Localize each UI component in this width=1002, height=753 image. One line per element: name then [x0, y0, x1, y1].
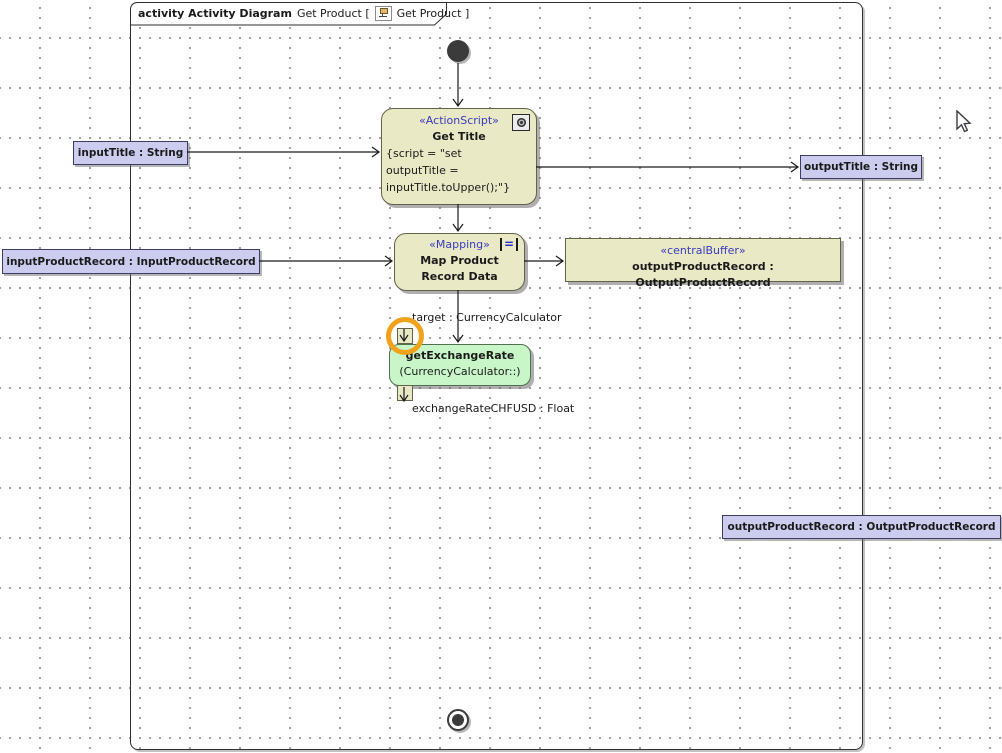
action-name-line1: Map Product	[420, 254, 499, 267]
mapping-icon: =	[499, 238, 518, 251]
mouse-cursor	[956, 110, 972, 133]
stereotype-label: «ActionScript»	[419, 114, 499, 127]
exchange-rate-label[interactable]: exchangeRateCHFUSD : Float	[412, 402, 575, 415]
object-node-input-title[interactable]: inputTitle : String	[73, 141, 188, 165]
activity-frame[interactable]	[130, 2, 863, 750]
object-node-output-title[interactable]: outputTitle : String	[800, 155, 922, 179]
initial-node[interactable]	[447, 40, 469, 62]
activity-final-node[interactable]	[447, 709, 469, 731]
action-get-title[interactable]: «ActionScript» Get Title {script = "set …	[381, 108, 537, 205]
frame-title-name: Get Product [	[296, 7, 370, 20]
central-buffer-node[interactable]: «centralBuffer» outputProductRecord : Ou…	[565, 238, 841, 289]
action-map-product[interactable]: = «Mapping» Map Product Record Data	[394, 233, 525, 291]
object-node-input-product-record[interactable]: inputProductRecord : InputProductRecord	[2, 249, 260, 274]
stereotype-label: «centralBuffer»	[660, 244, 746, 257]
target-pin-label[interactable]: target : CurrencyCalculator	[412, 311, 562, 324]
action-script-body: {script = "set outputTitle = inputTitle.…	[386, 147, 511, 194]
call-name: getExchangeRate	[405, 349, 515, 362]
highlight-ring	[386, 317, 424, 355]
frame-title-suffix: Get Product ]	[396, 7, 470, 20]
buffer-name: outputProductRecord : OutputProductRecor…	[632, 260, 774, 289]
call-qualifier: (CurrencyCalculator::)	[399, 365, 521, 378]
frame-title: activity Activity Diagram Get Product [ …	[138, 6, 469, 21]
action-get-exchange-rate[interactable]: getExchangeRate (CurrencyCalculator::)	[389, 344, 531, 386]
stereotype-label: «Mapping»	[429, 238, 490, 251]
frame-title-tab[interactable]	[130, 2, 448, 26]
activity-diagram-icon	[374, 6, 392, 21]
output-pin[interactable]	[397, 385, 413, 401]
object-node-output-product-record[interactable]: outputProductRecord : OutputProductRecor…	[722, 515, 1001, 539]
actionscript-icon	[512, 114, 530, 131]
action-name: Get Title	[432, 130, 486, 143]
frame-title-keyword: activity Activity Diagram	[138, 7, 292, 20]
action-name-line2: Record Data	[421, 270, 498, 283]
